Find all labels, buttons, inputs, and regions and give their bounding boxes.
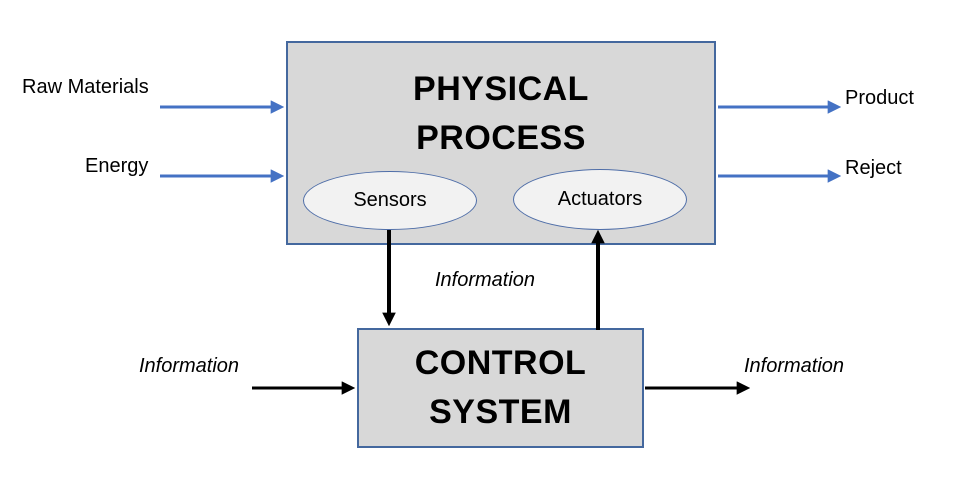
- reject-label: Reject: [845, 157, 902, 179]
- physical-process-title: PHYSICAL PROCESS: [413, 70, 589, 157]
- sensors-label: Sensors: [353, 189, 427, 211]
- control-system-title: CONTROL SYSTEM: [414, 344, 587, 431]
- energy-label: Energy: [85, 155, 149, 177]
- information-center-label: Information: [435, 269, 536, 291]
- control-system-box: CONTROL SYSTEM: [357, 328, 644, 448]
- raw-materials-label: Raw Materials: [22, 76, 149, 98]
- product-label: Product: [845, 87, 914, 109]
- actuators-ellipse: Actuators: [513, 169, 687, 230]
- sensors-ellipse: Sensors: [303, 171, 477, 230]
- information-right-label: Information: [744, 355, 845, 377]
- information-left-label: Information: [139, 355, 240, 377]
- actuators-label: Actuators: [557, 188, 643, 210]
